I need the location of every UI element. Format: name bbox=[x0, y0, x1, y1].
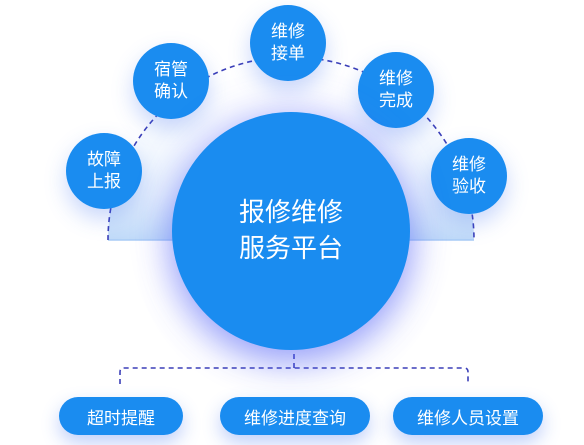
step-label: 故障 上报 bbox=[87, 150, 121, 192]
platform-center-circle: 报修维修 服务平台 bbox=[172, 112, 410, 350]
step-label: 维修 验收 bbox=[452, 155, 486, 197]
feature-bracket bbox=[119, 354, 469, 384]
feature-progress-query: 维修进度查询 bbox=[220, 397, 370, 435]
step-dorm-confirm: 宿管 确认 bbox=[133, 43, 209, 119]
step-repair-complete: 维修 完成 bbox=[358, 52, 434, 128]
feature-timeout-reminder: 超时提醒 bbox=[59, 397, 183, 435]
step-fault-report: 故障 上报 bbox=[66, 133, 142, 209]
feature-label: 维修人员设置 bbox=[417, 408, 519, 429]
step-label: 维修 完成 bbox=[379, 69, 413, 111]
step-label: 宿管 确认 bbox=[154, 60, 188, 102]
step-label: 维修 接单 bbox=[271, 22, 305, 64]
feature-staff-settings: 维修人员设置 bbox=[393, 397, 543, 435]
feature-label: 维修进度查询 bbox=[244, 408, 346, 429]
step-repair-accept: 维修 接单 bbox=[250, 5, 326, 81]
step-repair-acceptance: 维修 验收 bbox=[431, 138, 507, 214]
feature-label: 超时提醒 bbox=[87, 408, 155, 429]
platform-title: 报修维修 服务平台 bbox=[238, 198, 343, 264]
